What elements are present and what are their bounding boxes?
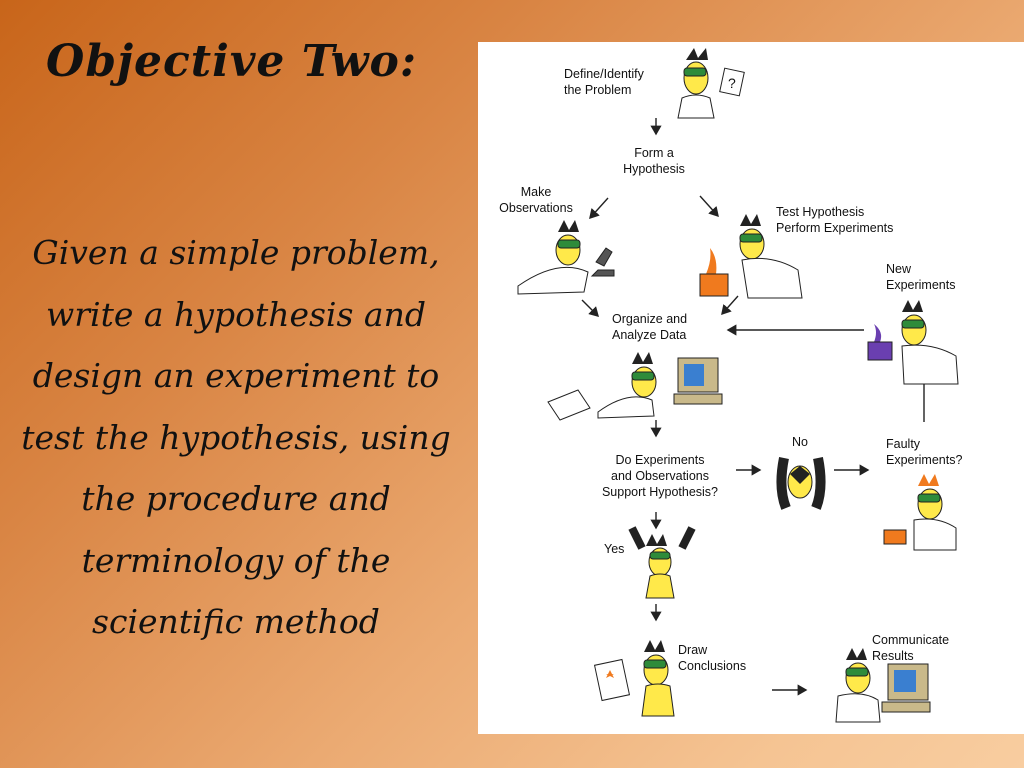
communicate-results-label: Communicate Results [872,633,949,663]
flame-icon [706,248,717,274]
faulty-line-2: Experiments? [886,453,962,467]
conclusions-line-1: Draw [678,643,708,657]
scientific-method-diagram: Define/Identify the Problem Form a Hypot… [478,42,1024,734]
test-line-1: Test Hypothesis [776,205,864,219]
new-experiments-label: New Experiments [886,262,955,292]
form-hypothesis-label: Form a Hypothesis [623,146,685,176]
objective-line: design an experiment to [32,356,440,395]
organize-data-label: Organize and Analyze Data [612,312,687,342]
organize-line-2: Analyze Data [612,328,686,342]
scientist-yes-icon [628,526,696,599]
microscope-icon [590,247,615,277]
report-icon [593,658,631,702]
faulty-experiments-label: Faulty Experiments? [886,437,962,467]
scientist-microscope-icon [517,220,615,295]
objective-line: the procedure and [81,479,391,518]
scientist-define-icon: ? [677,48,745,119]
paper-stack-icon [547,389,591,421]
support-line-1: Do Experiments [616,453,705,467]
yes-label: Yes [604,542,624,556]
faulty-line-1: Faulty [886,437,921,451]
scientist-computer-icon [547,352,723,421]
test-hypothesis-label: Test Hypothesis Perform Experiments [776,205,893,235]
objective-line: test the hypothesis, using [21,417,451,457]
support-line-2: and Observations [611,469,709,483]
arrow-test-to-organize [721,295,739,316]
objective-text: Given a simple problem, write a hypothes… [8,222,464,653]
hypothesis-line-1: Form a [634,146,674,160]
orange-beaker-icon [883,529,907,545]
communicate-line-2: Results [872,649,914,663]
arrow-observations-to-organize [581,299,599,317]
slide-title: Objective Two: [46,36,418,87]
scientist-no-icon [776,457,826,510]
conclusions-line-2: Conclusions [678,659,746,673]
objective-line: scientific method [92,602,380,641]
arrow-hypothesis-to-observations [589,197,609,220]
scientist-new-experiment-icon [867,300,959,385]
beaker-icon [699,273,729,297]
objective-line: write a hypothesis and [46,294,426,334]
define-line-1: Define/Identify [564,67,645,81]
organize-line-1: Organize and [612,312,687,326]
hypothesis-line-2: Hypothesis [623,162,685,176]
scientist-conclusions-icon [593,640,675,717]
communicate-line-1: Communicate [872,633,949,647]
arrow-hypothesis-to-test [699,195,719,218]
purple-beaker-icon [867,341,893,361]
no-label: No [792,435,808,449]
make-observations-label: Make Observations [499,185,573,215]
test-line-2: Perform Experiments [776,221,893,235]
scientist-burner-icon [699,214,803,299]
objective-line: terminology of the [81,540,391,580]
observations-line-2: Observations [499,201,573,215]
question-mark: ? [728,75,736,91]
new-exp-line-2: Experiments [886,278,955,292]
observations-line-1: Make [521,185,552,199]
support-hypothesis-label: Do Experiments and Observations Support … [602,453,718,499]
support-line-3: Support Hypothesis? [602,485,718,499]
scientist-faulty-icon [883,474,957,551]
define-line-2: the Problem [564,83,631,97]
scientist-communicate-icon [835,648,931,723]
define-problem-label: Define/Identify the Problem [564,67,645,97]
draw-conclusions-label: Draw Conclusions [678,643,746,673]
objective-line: Given a simple problem, [32,233,440,272]
new-exp-line-1: New [886,262,912,276]
